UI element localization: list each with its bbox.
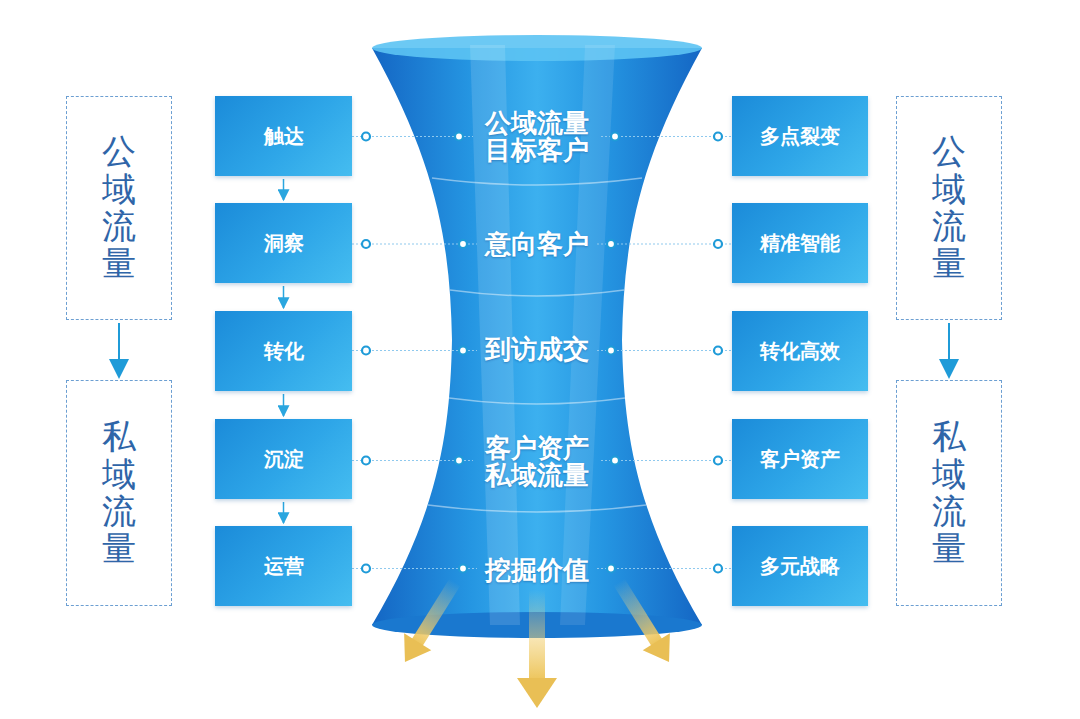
connector-dot	[611, 457, 619, 465]
flow-arrow	[283, 286, 285, 308]
connector-dot	[459, 240, 467, 248]
node-label: 运营	[264, 553, 304, 580]
band-divider	[428, 178, 646, 512]
flow-arrow	[283, 502, 285, 523]
process-box: 触达	[215, 96, 352, 176]
value-arrow	[517, 590, 557, 708]
connector-dot	[714, 133, 722, 141]
process-box: 客户资产	[732, 419, 868, 499]
traffic-group-box: 公域流量	[896, 96, 1002, 320]
connector-dot	[459, 347, 467, 355]
arrow-head	[517, 678, 557, 708]
funnel-band: 公域流量 目标客户	[473, 106, 601, 169]
flow-arrow	[948, 323, 950, 377]
node-label: 公域流量	[932, 133, 966, 283]
connector-dot	[607, 240, 615, 248]
node-label: 多元战略	[760, 553, 840, 580]
node-label: 挖掘价值	[485, 557, 589, 584]
funnel-body	[372, 48, 702, 625]
process-box: 洞察	[215, 203, 352, 283]
connector-dot	[362, 457, 370, 465]
traffic-group-box: 私域流量	[66, 380, 172, 606]
node-label: 意向客户	[485, 231, 589, 258]
traffic-group-box: 公域流量	[66, 96, 172, 320]
connector-dot	[362, 240, 370, 248]
node-label: 到访成交	[485, 336, 589, 363]
band-divider	[450, 290, 624, 296]
node-label: 公域流量 目标客户	[481, 110, 593, 165]
node-label: 触达	[264, 123, 304, 150]
flow-arrow	[283, 394, 285, 416]
connector-dot	[362, 347, 370, 355]
node-label: 沉淀	[264, 446, 304, 473]
connector-dot	[455, 133, 463, 141]
node-label: 洞察	[264, 230, 304, 257]
connector-dot	[714, 347, 722, 355]
node-label: 客户资产	[760, 446, 840, 473]
flow-arrow	[283, 179, 285, 200]
node-label: 私域流量	[102, 418, 136, 568]
band-divider	[432, 178, 642, 185]
arrow-head	[391, 633, 431, 670]
dotted-connector	[601, 460, 732, 461]
connector-dot	[607, 347, 615, 355]
process-box: 多点裂变	[732, 96, 868, 176]
value-arrow	[605, 574, 682, 671]
funnel-top	[372, 35, 702, 61]
connector-dot	[714, 565, 722, 573]
process-box: 精准智能	[732, 203, 868, 283]
connector-dot	[455, 457, 463, 465]
process-box: 运营	[215, 526, 352, 606]
connector-dot	[611, 133, 619, 141]
traffic-group-box: 私域流量	[896, 380, 1002, 606]
process-box: 多元战略	[732, 526, 868, 606]
dotted-connector	[597, 568, 732, 569]
node-label: 转化	[264, 338, 304, 365]
node-label: 多点裂变	[760, 123, 840, 150]
connector-dot	[607, 565, 615, 573]
funnel-band: 意向客户	[477, 227, 597, 263]
connector-dot	[362, 133, 370, 141]
arrow-head	[643, 633, 683, 670]
node-label: 公域流量	[102, 133, 136, 283]
arrow-stem	[411, 579, 460, 647]
connector-dot	[714, 457, 722, 465]
process-box: 沉淀	[215, 419, 352, 499]
flow-arrow	[118, 323, 120, 377]
dotted-connector	[597, 243, 732, 244]
funnel-band: 客户资产 私域流量	[473, 431, 601, 494]
process-box: 转化	[215, 311, 352, 391]
band-divider	[449, 398, 625, 404]
connector-dot	[714, 240, 722, 248]
node-label: 转化高效	[760, 338, 840, 365]
node-label: 客户资产 私域流量	[481, 435, 593, 490]
arrow-stem	[614, 579, 663, 647]
dotted-connector	[601, 136, 732, 137]
value-arrow	[391, 574, 468, 671]
band-divider	[428, 505, 646, 512]
connector-dot	[362, 565, 370, 573]
process-box: 转化高效	[732, 311, 868, 391]
node-label: 私域流量	[932, 418, 966, 568]
connector-dot	[459, 565, 467, 573]
dotted-connector	[597, 350, 732, 351]
arrow-stem	[529, 590, 545, 680]
node-label: 精准智能	[760, 230, 840, 257]
funnel-band: 到访成交	[477, 332, 597, 368]
funnel-band: 挖掘价值	[477, 553, 597, 589]
